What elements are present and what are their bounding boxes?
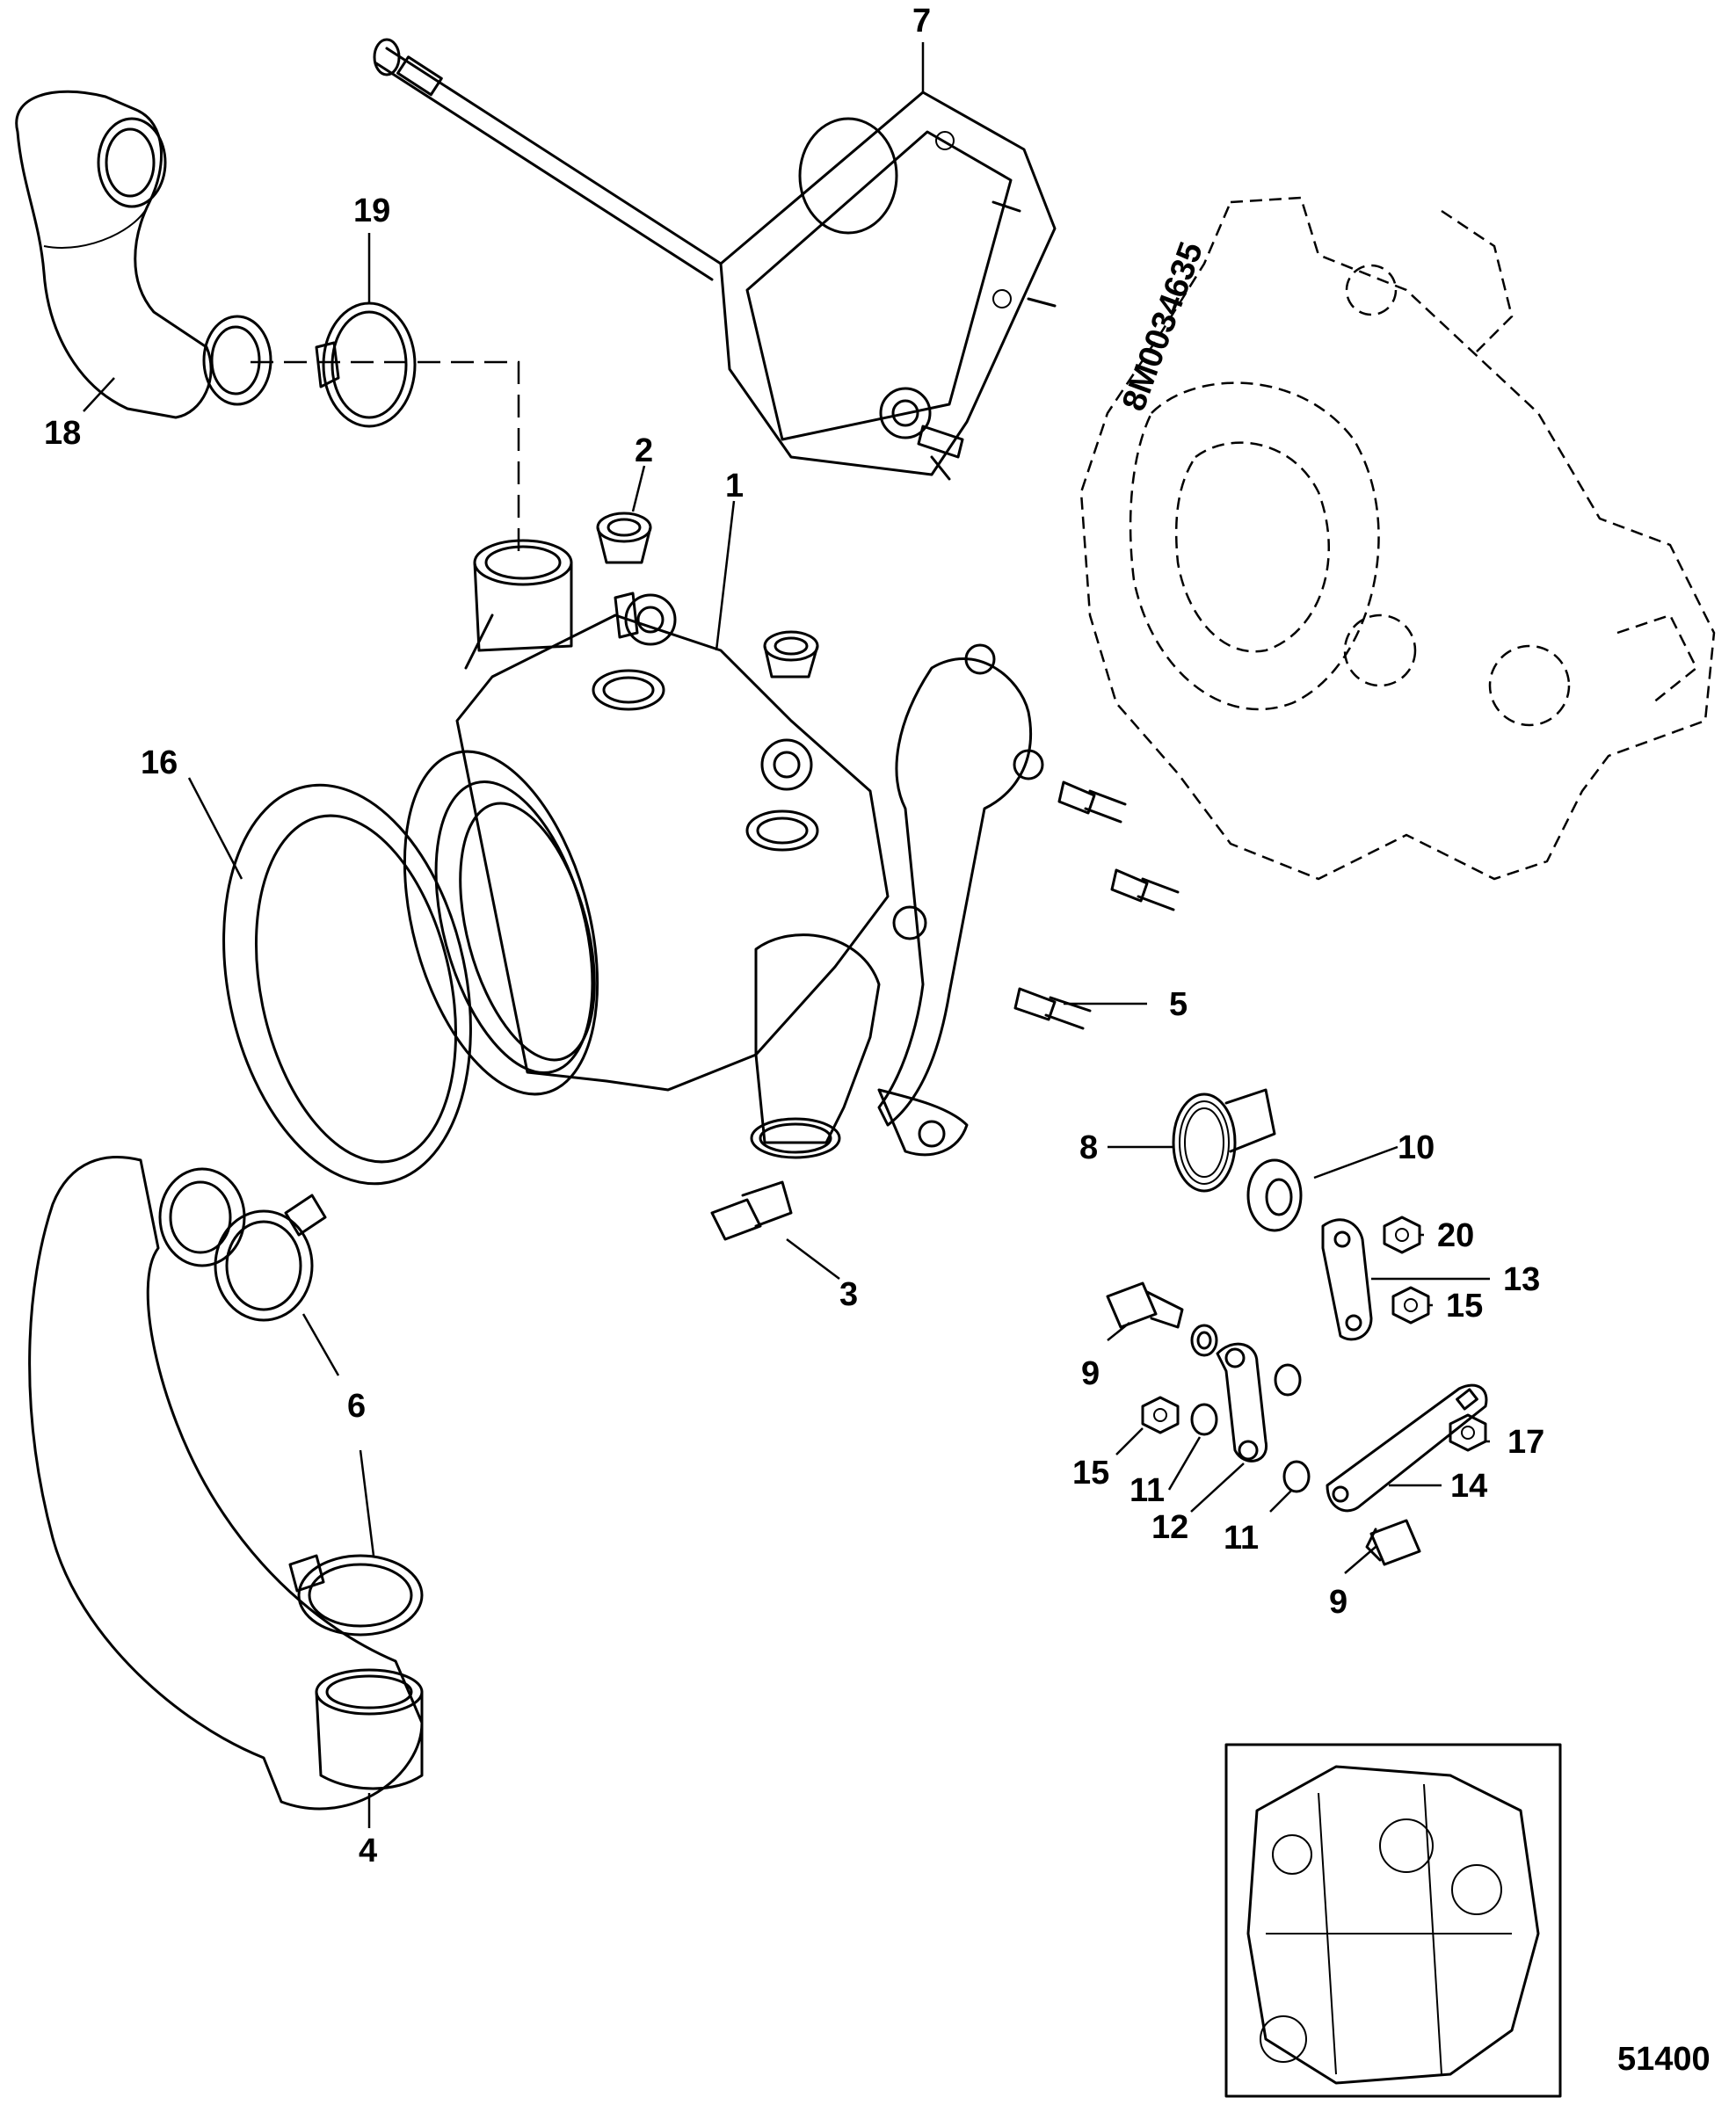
link-12 — [1216, 1342, 1267, 1463]
leader-9-upper — [1107, 1322, 1130, 1341]
callout-6-upper: 6 — [347, 1388, 366, 1425]
callout-18: 18 — [44, 415, 81, 452]
callouts: 7 19 18 2 1 16 5 8 10 20 13 15 3 6 9 17 … — [44, 3, 1711, 2078]
callout-15-left: 15 — [1072, 1455, 1109, 1492]
lever-13 — [1321, 1218, 1373, 1341]
lever-14 — [1326, 1383, 1488, 1513]
actuator-7 — [373, 38, 1057, 481]
callout-1: 1 — [725, 468, 744, 504]
leader-18 — [83, 377, 115, 412]
leader-10 — [1313, 1145, 1398, 1180]
leader-2 — [631, 465, 646, 512]
leader-15-left — [1115, 1427, 1144, 1455]
callout-11-right: 11 — [1224, 1520, 1259, 1557]
nut-20 — [1383, 1216, 1421, 1254]
leader-6-upper — [301, 1313, 340, 1376]
hose-4 — [28, 1156, 424, 1811]
nut-15-right — [1391, 1286, 1430, 1325]
washer-10 — [1246, 1158, 1303, 1232]
engine-locator-inset — [1224, 1743, 1562, 2098]
bolt-5 — [1013, 780, 1180, 1030]
leader-6-lower — [359, 1449, 375, 1557]
clamp-19 — [315, 301, 417, 428]
bushing-11 — [1190, 1324, 1311, 1493]
callout-13: 13 — [1503, 1261, 1540, 1298]
body-1 — [403, 539, 1044, 1159]
callout-19: 19 — [353, 192, 390, 229]
leader-11-right — [1269, 1489, 1293, 1513]
hose-18 — [15, 90, 272, 419]
housing-stamp-text: 8M0034635 — [1115, 237, 1210, 416]
gasket-16 — [222, 783, 472, 1186]
callout-14: 14 — [1450, 1468, 1487, 1505]
callout-10: 10 — [1398, 1129, 1435, 1166]
callout-9-upper: 9 — [1081, 1355, 1100, 1392]
leader-lines — [83, 42, 1490, 1828]
leader-11-left — [1167, 1436, 1202, 1491]
callout-3: 3 — [839, 1276, 858, 1313]
bolt-3 — [710, 1180, 793, 1241]
callout-16: 16 — [141, 744, 178, 781]
callout-8: 8 — [1079, 1129, 1098, 1166]
callout-5: 5 — [1169, 986, 1188, 1023]
leader-3 — [786, 1238, 840, 1280]
callout-4: 4 — [359, 1833, 377, 1869]
callout-20: 20 — [1437, 1217, 1474, 1254]
callout-7: 7 — [912, 3, 931, 40]
alignment-centerline — [251, 360, 520, 554]
transmission-housing-reference: 8M0034635 — [1079, 196, 1716, 881]
spring-8 — [1172, 1088, 1276, 1193]
plug-2 — [596, 512, 819, 679]
callout-12: 12 — [1151, 1509, 1188, 1546]
callout-15-right: 15 — [1446, 1288, 1483, 1325]
figure-number: 51400 — [1617, 2041, 1711, 2078]
clamp-6 — [214, 1194, 424, 1637]
leader-12 — [1190, 1463, 1245, 1513]
callout-9-lower: 9 — [1329, 1584, 1347, 1621]
leader-16 — [187, 777, 243, 880]
callout-2: 2 — [635, 432, 653, 469]
callout-17: 17 — [1507, 1424, 1544, 1461]
callout-11-left: 11 — [1129, 1472, 1165, 1509]
nut-15-left — [1141, 1396, 1180, 1434]
leader-9-lower — [1344, 1546, 1376, 1574]
bolt-9 — [1106, 1281, 1421, 1566]
leader-1 — [715, 500, 736, 651]
